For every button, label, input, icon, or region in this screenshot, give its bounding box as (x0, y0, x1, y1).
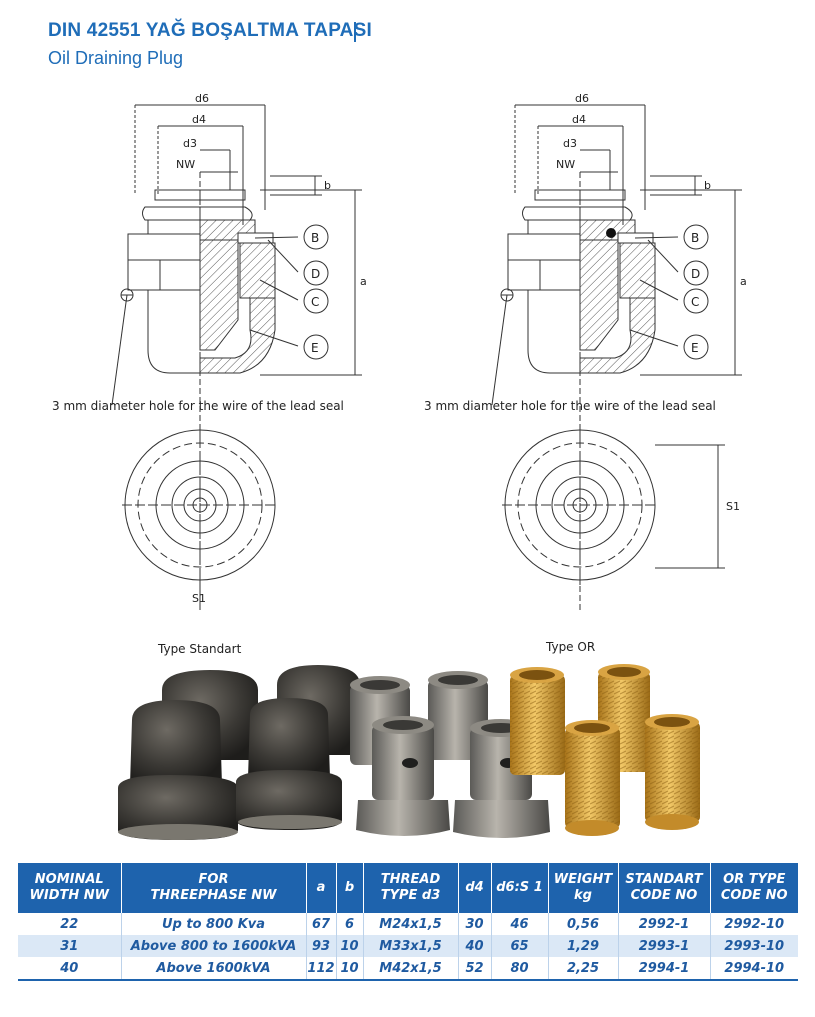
table-row: 31 Above 800 to 1600kVA 93 10 M33x1,5 40… (18, 935, 798, 957)
drawing-or: d6 d4 d3 NW b a S1 B D C E (491, 92, 747, 610)
cast-cap (236, 698, 342, 830)
dim-b: b (704, 179, 711, 192)
col-header-b: b (336, 863, 364, 913)
part-label-b: B (311, 231, 319, 245)
part-label-c: C (691, 295, 699, 309)
dim-d4: d4 (192, 113, 206, 126)
cell-b: 10 (336, 957, 364, 981)
dim-s1: S1 (192, 592, 206, 605)
col-header-d6-s1: d6:S 1 (491, 863, 549, 913)
brass-fitting (565, 720, 620, 836)
brass-fitting (510, 667, 565, 775)
col-header-a: a (306, 863, 337, 913)
cell-nw: 31 (18, 935, 122, 957)
table-row: 40 Above 1600kVA 112 10 M42x1,5 52 80 2,… (18, 957, 798, 981)
cell-weight: 0,56 (548, 913, 619, 935)
table-row: 22 Up to 800 Kva 67 6 M24x1,5 30 46 0,56… (18, 913, 798, 935)
type-or-label: Type OR (546, 640, 596, 654)
cell-threephase: Above 800 to 1600kVA (121, 935, 307, 957)
col-header-d4: d4 (458, 863, 492, 913)
cell-thread: M24x1,5 (363, 913, 459, 935)
cell-b: 6 (336, 913, 364, 935)
cell-a: 67 (306, 913, 337, 935)
cell-d6-s1: 65 (491, 935, 549, 957)
type-standart-label: Type Standart (158, 642, 242, 656)
dim-nw: NW (556, 158, 575, 171)
dim-a: a (360, 275, 367, 288)
cell-threephase: Up to 800 Kva (121, 913, 307, 935)
part-label-b: B (691, 231, 699, 245)
dim-d6: d6 (575, 92, 589, 105)
dim-a: a (740, 275, 747, 288)
cell-thread: M33x1,5 (363, 935, 459, 957)
title-cursor-bar (354, 22, 356, 42)
cell-d6-s1: 46 (491, 913, 549, 935)
cell-a: 112 (306, 957, 337, 981)
steel-body (356, 716, 450, 836)
cell-d6-s1: 80 (491, 957, 549, 981)
cell-or-code: 2994-10 (710, 957, 798, 981)
lead-seal-note: 3 mm diameter hole for the wire of the l… (424, 399, 716, 413)
cast-cap (118, 700, 238, 840)
cell-or-code: 2993-10 (710, 935, 798, 957)
cell-standart-code: 2992-1 (618, 913, 711, 935)
dim-nw: NW (176, 158, 195, 171)
part-label-e: E (311, 341, 319, 355)
part-label-c: C (311, 295, 319, 309)
cell-d4: 40 (458, 935, 492, 957)
page-subtitle: Oil Draining Plug (48, 48, 184, 68)
brass-fitting (645, 714, 700, 830)
drawing-standart: d6 d4 d3 NW b a S1 B D C E (111, 92, 367, 610)
dim-d4: d4 (572, 113, 586, 126)
product-photo (118, 664, 700, 840)
part-label-d: D (311, 267, 320, 281)
cell-b: 10 (336, 935, 364, 957)
part-label-d: D (691, 267, 700, 281)
page-title: DIN 42551 YAĞ BOŞALTMA TAPASI (48, 20, 372, 41)
dim-b: b (324, 179, 331, 192)
cell-weight: 1,29 (548, 935, 619, 957)
part-label-e: E (691, 341, 699, 355)
cell-a: 93 (306, 935, 337, 957)
cell-weight: 2,25 (548, 957, 619, 981)
cell-thread: M42x1,5 (363, 957, 459, 981)
cell-threephase: Above 1600kVA (121, 957, 307, 981)
dim-d3: d3 (183, 137, 197, 150)
cell-standart-code: 2993-1 (618, 935, 711, 957)
lead-seal-note: 3 mm diameter hole for the wire of the l… (52, 399, 344, 413)
cell-nw: 40 (18, 957, 122, 981)
dim-d6: d6 (195, 92, 209, 105)
dim-s1: S1 (726, 500, 740, 513)
dim-d3: d3 (563, 137, 577, 150)
cell-nw: 22 (18, 913, 122, 935)
cell-d4: 30 (458, 913, 492, 935)
cell-or-code: 2992-10 (710, 913, 798, 935)
cell-standart-code: 2994-1 (618, 957, 711, 981)
cell-d4: 52 (458, 957, 492, 981)
